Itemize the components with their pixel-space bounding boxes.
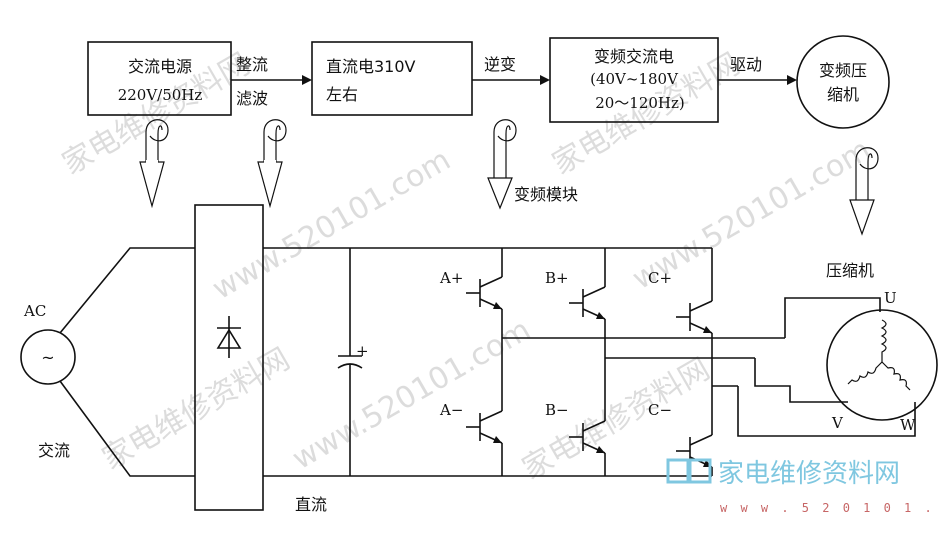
rectify-label: 整流 (236, 55, 268, 74)
capacitor (337, 248, 363, 476)
ac-text: 交流 (38, 441, 70, 460)
transistor-b-minus-icon (569, 358, 606, 476)
diode-icon (216, 316, 242, 358)
site-logo: 家电维修资料网 w w w . 5 2 0 1 0 1 . c o m (666, 458, 944, 515)
ac-wire-top (59, 247, 195, 334)
circuit: ~ AC 交流 直流 + A+ B+ C+ A− (20, 204, 938, 514)
arrowhead-rectify (302, 75, 312, 85)
transistor-group (466, 248, 713, 476)
logo-text: 家电维修资料网 (718, 459, 900, 489)
ac-source-spec: 220V/50Hz (118, 86, 203, 104)
wire-to-w (737, 386, 916, 437)
module-label: 变频模块 (514, 185, 578, 204)
motor-title: 压缩机 (826, 261, 874, 280)
vf-ac-voltage: (40V~180V (590, 70, 679, 88)
curl-arrow-module (487, 119, 517, 210)
wire-to-v (754, 358, 848, 403)
compressor-circle (796, 35, 890, 129)
arrowhead-drive (787, 75, 797, 85)
invert-label: 逆变 (484, 55, 516, 74)
transistor-label-a-minus: A− (439, 401, 463, 419)
dc-bus-note: 左右 (326, 85, 358, 104)
wire-to-u (784, 297, 881, 338)
ac-label: AC (23, 302, 46, 320)
watermark-url: www.520101.com (207, 142, 457, 307)
ac-source-box (87, 41, 232, 116)
capacitor-plus: + (356, 342, 369, 360)
phase-w-label: W (900, 416, 916, 434)
ac-wire-bottom (59, 380, 195, 477)
transistor-a-minus-icon (466, 338, 503, 476)
watermark-text: 家电维修资料网 (517, 352, 716, 487)
transistor-label-b-plus: B+ (545, 269, 569, 287)
transistor-a-plus-icon (466, 248, 503, 338)
transistor-label-c-plus: C+ (648, 269, 672, 287)
watermark-url: www.520101.com (287, 312, 537, 477)
dc-bus-box (311, 41, 473, 116)
transistor-c-minus-icon (676, 386, 713, 476)
mapping-arrows: 变频模块 (139, 119, 879, 236)
vf-ac-label: 变频交流电 (594, 47, 674, 66)
transistor-label-b-minus: B− (545, 401, 569, 419)
vf-ac-frequency: 20～120Hz) (595, 94, 685, 112)
ac-tilde: ~ (41, 348, 54, 367)
drive-label: 驱动 (730, 55, 762, 74)
watermark-text: 家电维修资料网 (97, 342, 296, 477)
phase-u-label: U (884, 289, 897, 307)
compressor-label-1: 变频压 (819, 61, 867, 80)
filter-label: 滤波 (236, 89, 268, 108)
rectifier-box (194, 204, 264, 511)
curl-arrow-ac (139, 119, 169, 209)
block-diagram: 交流电源 220V/50Hz 整流 滤波 直流电310V 左右 逆变 变频交流电… (87, 35, 890, 129)
motor-circle (826, 309, 938, 421)
curl-arrow-compressor (849, 147, 879, 236)
motor-windings-icon (847, 319, 911, 391)
logo-url: w w w . 5 2 0 1 0 1 . c o m (720, 501, 944, 515)
compressor-label-2: 缩机 (827, 85, 859, 104)
watermark-text: 家电维修资料网 (547, 47, 746, 182)
dc-bus-label: 直流电310V (326, 57, 416, 76)
curl-arrow-rectifier (257, 119, 287, 209)
transistor-b-plus-icon (569, 248, 606, 358)
ac-source-symbol (20, 329, 76, 385)
transistor-label-c-minus: C− (648, 401, 672, 419)
arrowhead-invert (540, 75, 550, 85)
ac-source-label: 交流电源 (128, 57, 192, 76)
logo-book-icon (666, 458, 690, 484)
transistor-c-plus-icon (676, 248, 713, 386)
dc-text: 直流 (295, 495, 327, 514)
phase-v-label: V (831, 414, 844, 432)
watermark-layer: 家电维修资料网 家电维修资料网 家电维修资料网 家电维修资料网 www.5201… (57, 47, 877, 487)
transistor-label-a-plus: A+ (439, 269, 463, 287)
